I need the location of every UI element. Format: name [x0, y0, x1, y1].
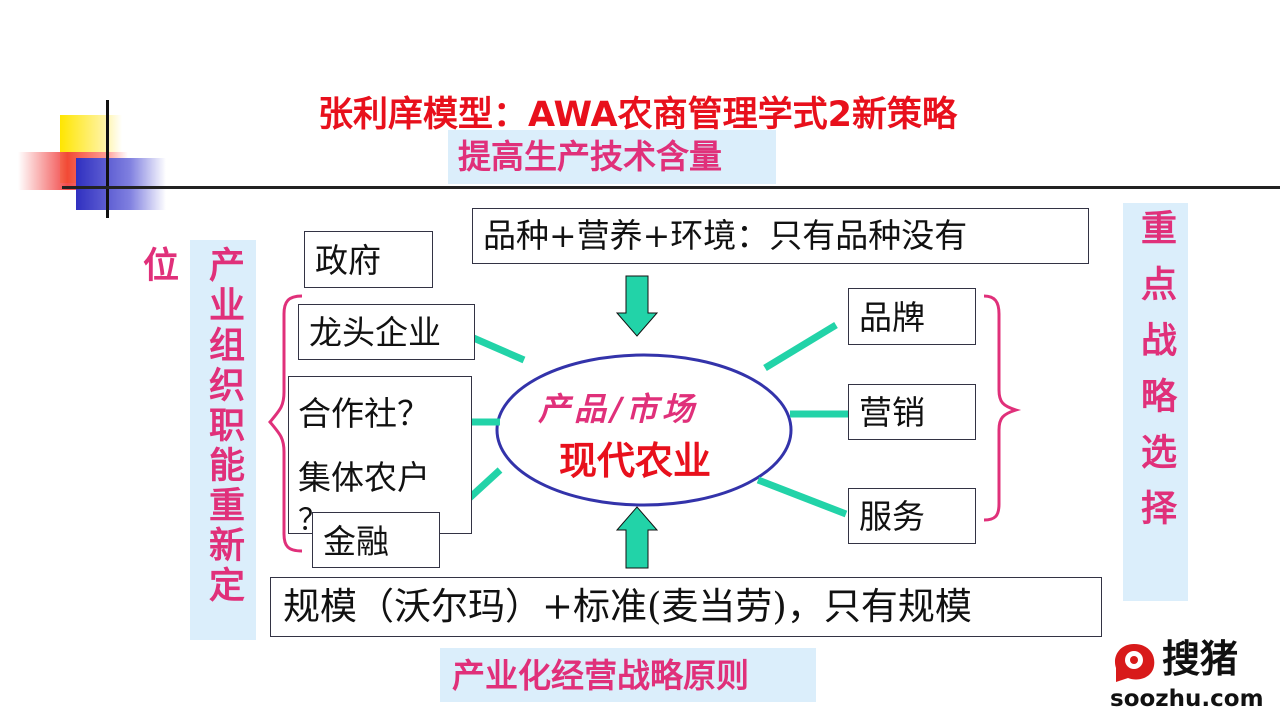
farmers-label: 集体农户 [298, 458, 430, 497]
arrow-down-icon [615, 275, 659, 337]
center-line2: 现代农业 [558, 439, 711, 483]
connector-brand [763, 322, 838, 371]
pig-logo-icon [1114, 644, 1155, 682]
coop-label: 合作社？ [298, 394, 430, 433]
node-service: 服务 [848, 488, 976, 544]
watermark-url: soozhu.com [1110, 686, 1264, 712]
bottom-label: 产业化经营战略原则 [440, 648, 816, 702]
corner-decoration [0, 100, 1280, 220]
center-ellipse [495, 353, 793, 507]
node-marketing: 营销 [848, 384, 976, 440]
right-label: 重点战略选择 [1123, 203, 1188, 601]
page-title: 张利庠模型：AWA农商管理学式2新策略 [318, 95, 957, 135]
node-government: 政府 [304, 231, 433, 288]
top-box: 品种+营养+环境：只有品种没有 [472, 208, 1089, 264]
center-line1: 产品/市场 [538, 390, 698, 428]
connector-service [756, 476, 848, 518]
watermark-brand: 搜猪 [1162, 636, 1239, 681]
node-brand: 品牌 [848, 288, 976, 345]
node-dragon-enterprise: 龙头企业 [298, 304, 475, 360]
left-brace-icon [268, 294, 303, 553]
node-finance: 金融 [312, 512, 440, 568]
bottom-box: 规模（沃尔玛）+标准(麦当劳)，只有规模 [270, 577, 1102, 637]
top-label: 提高生产技术含量 [448, 130, 776, 184]
node-cooperative: 合作社？ 集体农户 ？ [288, 376, 472, 538]
arrow-up-icon [615, 506, 659, 569]
watermark: 搜猪 soozhu.com [1108, 636, 1278, 716]
right-brace-icon [983, 294, 1022, 522]
left-label: 产业组织职能重新定位 [137, 240, 256, 640]
